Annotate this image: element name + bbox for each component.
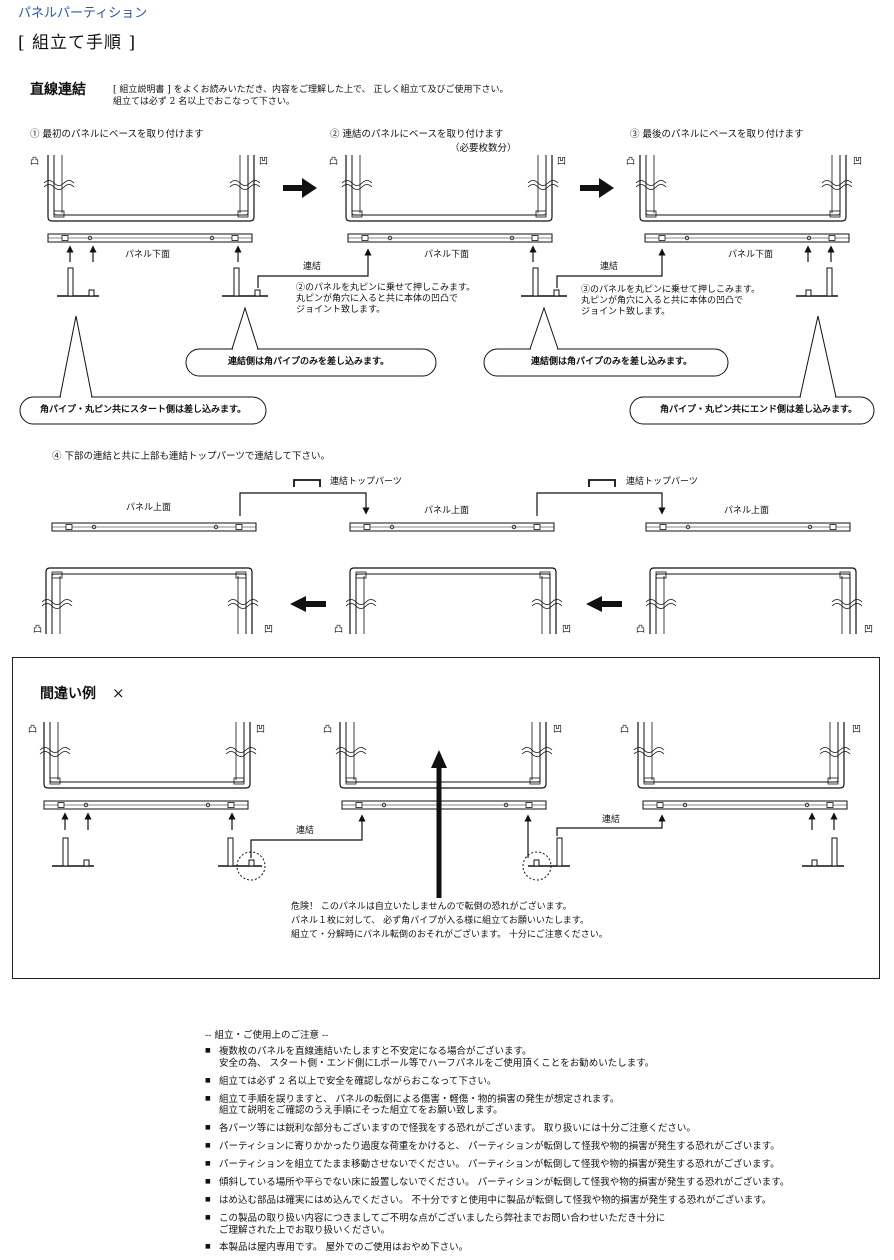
- concave-mark: 凹: [853, 157, 863, 167]
- panel-top-label: パネル上面: [126, 503, 172, 513]
- caution-item: 本製品は屋内専用です。 屋外でのご使用はおやめ下さい。: [205, 1242, 789, 1254]
- caution-item: この製品の取り扱い内容につきましてご不明な点がございましたら弊社までお問い合わせ…: [205, 1213, 789, 1237]
- callout-start-text: 角パイプ・丸ピン共にスタート側は差し込みます。: [40, 405, 247, 415]
- section-heading: 直線連結: [30, 82, 86, 98]
- callout-connect-2: [483, 306, 729, 377]
- right-arrow-icon: [283, 178, 317, 198]
- panel-step1: [43, 154, 261, 222]
- base-connect-2: [521, 267, 567, 297]
- callout-connect-1: [185, 306, 437, 377]
- panel-bottom-label: パネル下面: [424, 250, 470, 260]
- category-label: パネルパーティション: [18, 6, 148, 21]
- concave-mark: 凹: [864, 625, 874, 635]
- callout-connect-2-text: 連結側は角パイプのみを差し込みます。: [531, 357, 693, 367]
- rail-step3: [644, 233, 850, 243]
- caution-heading: -- 組立・ご使用上のご注意 --: [205, 1030, 329, 1041]
- step-2-label: ② 連結のパネルにベースを取り付けます: [330, 129, 504, 140]
- cross-mark-icon: ×: [112, 684, 125, 702]
- concave-mark: 凹: [553, 725, 563, 735]
- note-step2-line2: 丸ピンが角穴に入ると共に本体の凹凸で: [296, 294, 459, 304]
- panel-top-1: [41, 567, 259, 635]
- rail-step2: [347, 233, 553, 243]
- caution-notes: -- 組立・ご使用上のご注意 -- 複数枚のパネルを直線連結いたしますと不安定に…: [205, 1030, 789, 1260]
- step-1-label: ① 最初のパネルにベースを取り付けます: [30, 129, 204, 140]
- note-step2-line1: ②のパネルを丸ピンに乗せて押しこみます。: [296, 283, 476, 293]
- panel-top-label: パネル上面: [424, 506, 470, 516]
- left-arrow-icon: [290, 596, 326, 612]
- top-parts-icon: [293, 479, 321, 487]
- panel-bottom-label: パネル下面: [125, 250, 171, 260]
- callout-connect-1-text: 連結側は角パイプのみを差し込みます。: [228, 357, 390, 367]
- panel-bottom-label: パネル下面: [728, 250, 774, 260]
- convex-mark: 凸: [329, 157, 339, 167]
- concave-mark: 凹: [264, 625, 274, 635]
- danger-line-3: 組立て・分解時にパネル転倒のおそれがございます。 十分にご注意ください。: [291, 930, 608, 940]
- base-start: [57, 267, 99, 297]
- caution-item: パーティションに寄りかかったり過度な荷重をかけると、 パーティションが転倒して怪…: [205, 1141, 789, 1153]
- convex-mark: 凸: [28, 725, 38, 735]
- wrong-example-heading: 間違い例: [40, 686, 96, 702]
- top-parts-label: 連結トップパーツ: [330, 477, 402, 487]
- note-step3-line1: ③のパネルを丸ピンに乗せて押しこみます。: [581, 285, 761, 295]
- danger-line-1: 危険！ このパネルは自立いたしませんので転倒の恐れがございます。: [291, 902, 572, 912]
- convex-mark: 凸: [334, 625, 344, 635]
- step-3-label: ③ 最後のパネルにベースを取り付けます: [630, 129, 804, 140]
- connect-label: 連結: [303, 262, 322, 272]
- caution-item: 組立ては必ず 2 名以上で安全を確認しながらおこなって下さい。: [205, 1076, 789, 1088]
- panel-top-3: [645, 567, 863, 635]
- convex-mark: 凸: [33, 625, 43, 635]
- caution-item: パーティションを組立てたまま移動させないでください。 パーティションが転倒して怪…: [205, 1159, 789, 1171]
- step-2-sub: （必要枚数分）: [450, 143, 517, 154]
- concave-mark: 凹: [557, 157, 567, 167]
- rail-top-3: [645, 522, 851, 532]
- rail-top-2: [349, 522, 555, 532]
- left-arrow-icon: [586, 596, 622, 612]
- base-end: [796, 267, 838, 297]
- rail-top-1: [51, 522, 257, 532]
- intro-line-2: 組立ては必ず 2 名以上でおこなって下さい。: [113, 97, 295, 107]
- base-connect-1: [222, 267, 268, 297]
- danger-line-2: パネル１枚に対して、 必ず角パイプが入る様に組立てお願いいたします。: [291, 916, 589, 926]
- convex-mark: 凸: [323, 725, 333, 735]
- panel-top-label: パネル上面: [724, 506, 770, 516]
- callout-start: [19, 315, 267, 425]
- note-step3-line2: 丸ピンが角穴に入ると共に本体の凹凸で: [581, 296, 744, 306]
- caution-item: はめ込む部品は確実にはめ込んでください。 不十分ですと使用中に製品が転倒して怪我…: [205, 1195, 789, 1207]
- connect-label: 連結: [602, 815, 621, 825]
- connect-label: 連結: [600, 262, 619, 272]
- concave-mark: 凹: [562, 625, 572, 635]
- caution-item: 複数枚のパネルを直線連結いたしますと不安定になる場合がございます。 安全の為、 …: [205, 1046, 789, 1070]
- intro-line-1: [ 組立説明書 ] をよくお読みいただき、内容をご理解した上で、 正しく組立て及…: [113, 85, 509, 95]
- convex-mark: 凸: [620, 725, 630, 735]
- caution-item: 組立て手順を誤りますと、 パネルの転倒による傷害・軽傷・物的損害の発生が想定され…: [205, 1094, 789, 1118]
- assembly-diagram: [19, 154, 875, 635]
- step-4-label: ④ 下部の連結と共に上部も連結トップパーツで連結して下さい。: [52, 451, 331, 462]
- page-title: [ 組立て手順 ]: [18, 33, 137, 53]
- note-step3-line3: ジョイント致します。: [581, 307, 671, 317]
- top-parts-icon: [588, 479, 616, 487]
- convex-mark: 凸: [626, 157, 636, 167]
- concave-mark: 凹: [259, 157, 269, 167]
- convex-mark: 凸: [636, 625, 646, 635]
- wrong-example-box: [12, 657, 880, 979]
- caution-item: 傾斜している場所や平らでない床に設置しないでください。 パーティションが転倒して…: [205, 1177, 789, 1189]
- right-arrow-icon: [580, 178, 614, 198]
- concave-mark: 凹: [852, 725, 862, 735]
- connect-label: 連結: [296, 826, 315, 836]
- callout-end-text: 角パイプ・丸ピン共にエンド側は差し込みます。: [660, 405, 858, 415]
- top-parts-label: 連結トップパーツ: [626, 477, 698, 487]
- rail-step1: [47, 233, 253, 243]
- note-step2-line3: ジョイント致します。: [296, 305, 386, 315]
- convex-mark: 凸: [30, 157, 40, 167]
- panel-step3: [635, 154, 853, 222]
- callout-end: [629, 315, 875, 425]
- concave-mark: 凹: [256, 725, 266, 735]
- panel-step2: [341, 154, 559, 222]
- panel-top-2: [345, 567, 563, 635]
- caution-item: 各パーツ等には鋭利な部分もございますので怪我をする恐れがございます。 取り扱いに…: [205, 1123, 789, 1135]
